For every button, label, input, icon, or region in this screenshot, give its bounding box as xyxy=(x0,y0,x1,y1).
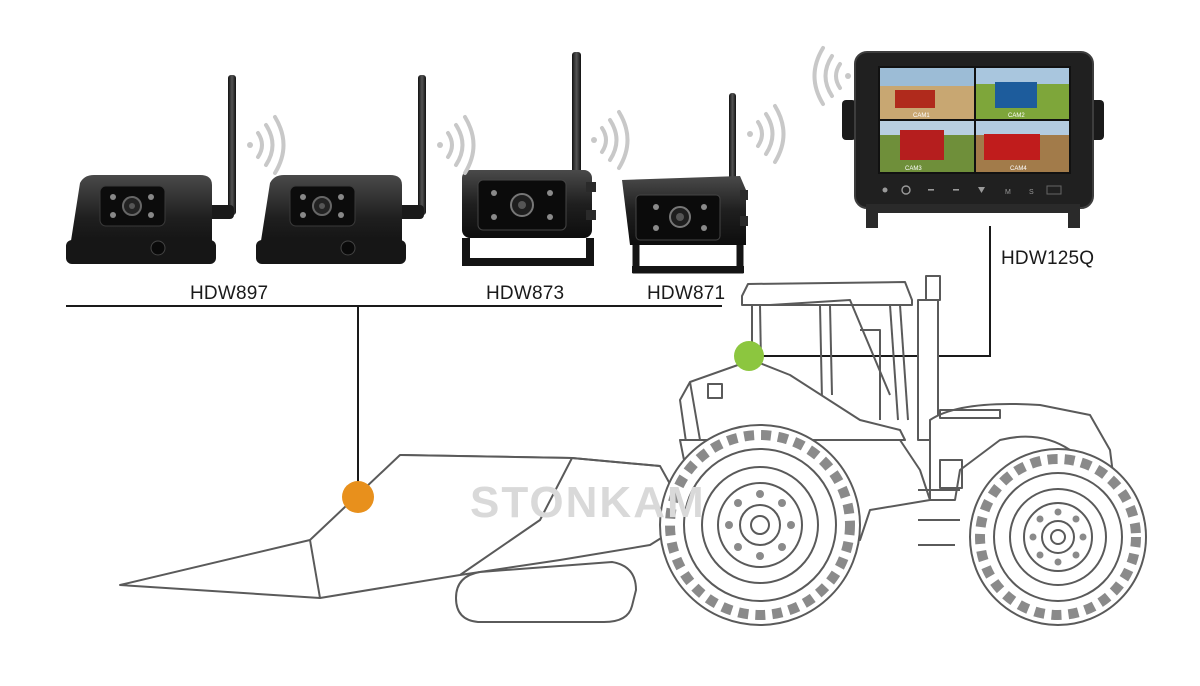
camera-hdw871 xyxy=(622,93,748,274)
wireless-wave-icon xyxy=(812,46,851,106)
tractor xyxy=(659,275,1147,626)
monitor-label-hdw125q: HDW125Q xyxy=(1001,248,1095,269)
camera-label-hdw873: HDW873 xyxy=(486,283,565,304)
quad-label-cam4: CAM4 xyxy=(1010,166,1027,172)
cab-sensor-dot xyxy=(734,341,764,371)
brand-watermark: STONKAM xyxy=(470,478,706,527)
connector-lines xyxy=(66,226,991,486)
wireless-wave-icon xyxy=(437,115,476,175)
header-sensor-dot xyxy=(342,481,374,513)
harvester-header xyxy=(119,454,691,623)
monitor-button-m: M xyxy=(1005,189,1011,196)
camera-label-hdw871: HDW871 xyxy=(647,283,726,304)
monitor-hdw125q: CAM1 CAM2 CAM3 CAM4 M S xyxy=(842,51,1104,228)
quad-label-cam1: CAM1 xyxy=(913,113,930,119)
wireless-wave-icon xyxy=(247,115,286,175)
camera-hdw897-left xyxy=(66,75,236,264)
camera-hdw873 xyxy=(462,52,596,266)
camera-hdw897-right xyxy=(256,75,426,264)
quad-label-cam2: CAM2 xyxy=(1008,113,1025,119)
monitor-button-s: S xyxy=(1029,189,1034,196)
wireless-wave-icon xyxy=(747,104,786,164)
quad-label-cam3: CAM3 xyxy=(905,166,922,172)
camera-label-hdw897: HDW897 xyxy=(190,283,269,304)
wireless-wave-icon xyxy=(591,110,630,170)
